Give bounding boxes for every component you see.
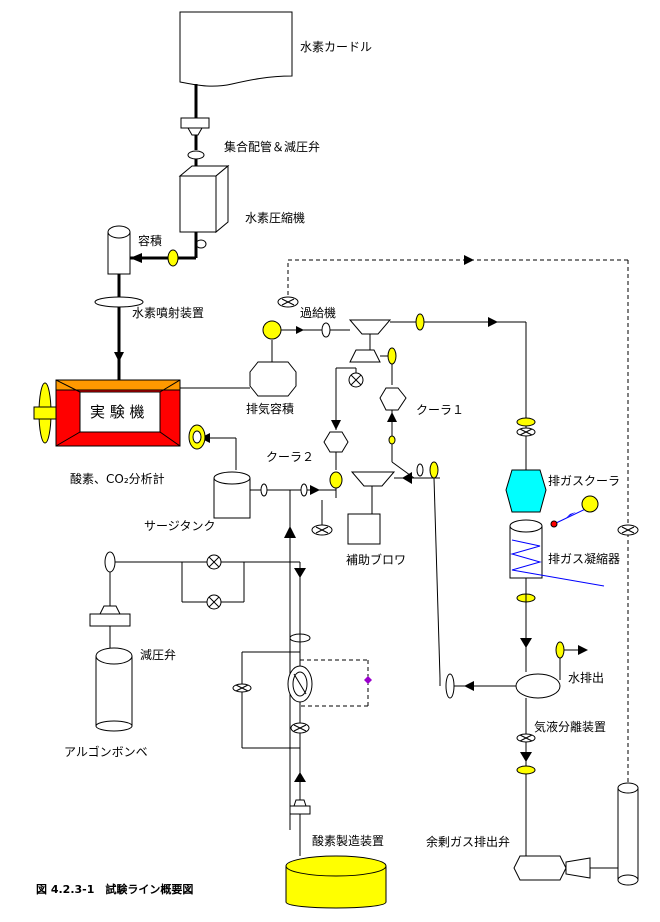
manifold-valve xyxy=(187,150,205,160)
supercharger-compressor xyxy=(349,349,381,363)
engine-top-bar xyxy=(55,379,181,391)
label-reducing-valve: 減圧弁 xyxy=(140,647,176,662)
label-manifold-valve: 集合配管＆減圧弁 xyxy=(224,139,320,154)
label-water-drain: 水排出 xyxy=(568,671,604,685)
label-hydrogen-curdle: 水素カードル xyxy=(300,40,372,54)
cooler-1 xyxy=(379,387,407,411)
label-exhaust-volume: 排気容積 xyxy=(246,401,294,416)
hydrogen-curdle xyxy=(179,11,293,87)
label-analyzer: 酸素、CO₂分析計 xyxy=(70,471,165,486)
figure-caption: 図 4.2.3-1 試験ライン概要図 xyxy=(36,882,193,896)
oxygen-generator xyxy=(285,865,387,909)
vent-stack xyxy=(617,787,639,881)
argon-cylinder xyxy=(95,655,133,727)
surplus-gas-valve xyxy=(513,855,567,881)
label-gas-liquid-separator: 気液分離装置 xyxy=(534,719,606,734)
engine-body xyxy=(79,391,161,433)
label-argon-cylinder: アルゴンボンベ xyxy=(64,744,148,759)
label-surge-tank: サージタンク xyxy=(144,519,216,533)
exhaust-cooler xyxy=(505,469,547,513)
label-volume: 容積 xyxy=(138,233,162,248)
cooler-2 xyxy=(323,431,349,453)
label-h2-compressor: 水素圧縮機 xyxy=(245,210,305,225)
label-h2-injector: 水素噴射装置 xyxy=(132,305,204,320)
label-exhaust-cooler: 排ガスクーラ xyxy=(548,474,620,488)
h2-compressor xyxy=(179,175,217,233)
exhaust-volume xyxy=(249,361,297,397)
label-cooler-1: クーラ１ xyxy=(416,403,464,417)
exhaust-condenser xyxy=(509,525,543,579)
volume-valve-yellow xyxy=(167,249,179,267)
label-cooler-2: クーラ２ xyxy=(266,450,314,464)
aux-blower xyxy=(350,471,396,487)
gas-liquid-separator xyxy=(515,673,561,699)
label-aux-blower: 補助ブロワ xyxy=(346,552,406,567)
label-surplus-gas-valve: 余剰ガス排出弁 xyxy=(426,834,510,849)
exhaust-valve-yellow xyxy=(262,320,282,340)
reducing-valve xyxy=(89,613,131,627)
label-supercharger: 過給機 xyxy=(300,305,336,320)
supercharger-turbine xyxy=(348,319,392,335)
label-oxygen-generator: 酸素製造装置 xyxy=(312,833,384,848)
label-exhaust-condenser: 排ガス凝縮器 xyxy=(548,551,620,566)
manifold-fitting xyxy=(180,117,210,129)
label-engine: 実 験 機 xyxy=(90,403,145,421)
